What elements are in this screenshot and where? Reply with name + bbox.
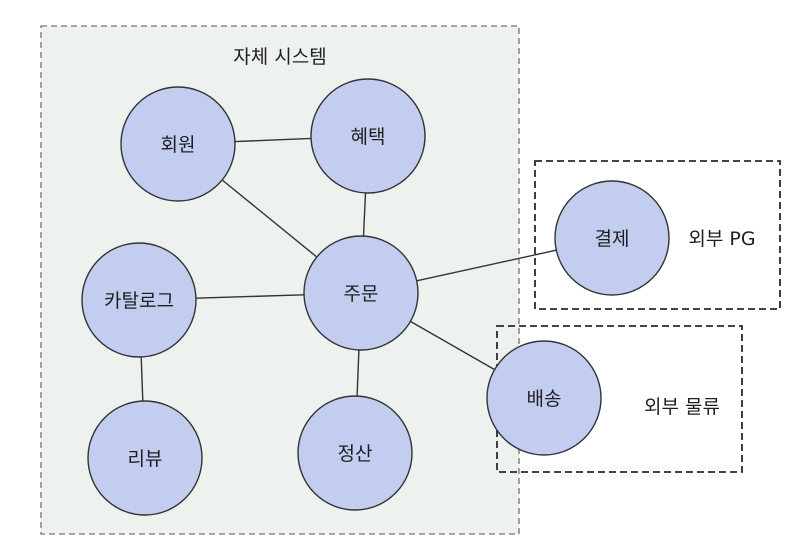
node-review: 리뷰	[87, 400, 203, 516]
node-order: 주문	[303, 235, 419, 351]
edge-benefit-order	[362, 192, 367, 237]
node-delivery: 배송	[486, 340, 602, 456]
node-order-circle	[303, 235, 419, 351]
node-review-circle	[87, 400, 203, 516]
edge-order-delivery	[410, 320, 495, 371]
external-logistics-label: 외부 물류	[644, 396, 720, 418]
external-pg-label: 외부 PG	[688, 228, 755, 250]
node-payment-circle	[554, 180, 670, 296]
edge-order-payment	[416, 249, 557, 282]
node-catalog: 카탈로그	[81, 242, 197, 358]
edge-catalog-review	[140, 356, 144, 402]
node-review-label: 리뷰	[128, 448, 163, 470]
node-settlement-circle	[297, 395, 413, 511]
node-catalog-label: 카탈로그	[104, 290, 174, 312]
edges-layer	[140, 137, 557, 402]
node-benefit-circle	[310, 78, 426, 194]
external-pg-boundary	[534, 160, 781, 310]
edge-member-benefit	[234, 137, 312, 143]
node-payment: 결제	[554, 180, 670, 296]
node-order-label: 주문	[344, 283, 379, 305]
node-benefit: 혜택	[310, 78, 426, 194]
nodes-layer: 회원 혜택 카탈로그 주문 리뷰 정산 결제 배송	[81, 78, 670, 516]
node-settlement: 정산	[297, 395, 413, 511]
node-member-label: 회원	[161, 134, 196, 156]
node-member: 회원	[120, 86, 236, 202]
edge-catalog-order	[195, 294, 305, 299]
node-delivery-circle	[486, 340, 602, 456]
node-catalog-circle	[81, 242, 197, 358]
node-member-circle	[120, 86, 236, 202]
node-delivery-label: 배송	[527, 388, 562, 410]
edge-member-order	[221, 179, 318, 258]
node-payment-label: 결제	[595, 228, 630, 250]
node-settlement-label: 정산	[338, 443, 373, 465]
node-benefit-label: 혜택	[351, 126, 386, 148]
internal-system-label: 자체 시스템	[233, 46, 326, 68]
edge-order-settlement	[356, 349, 360, 397]
